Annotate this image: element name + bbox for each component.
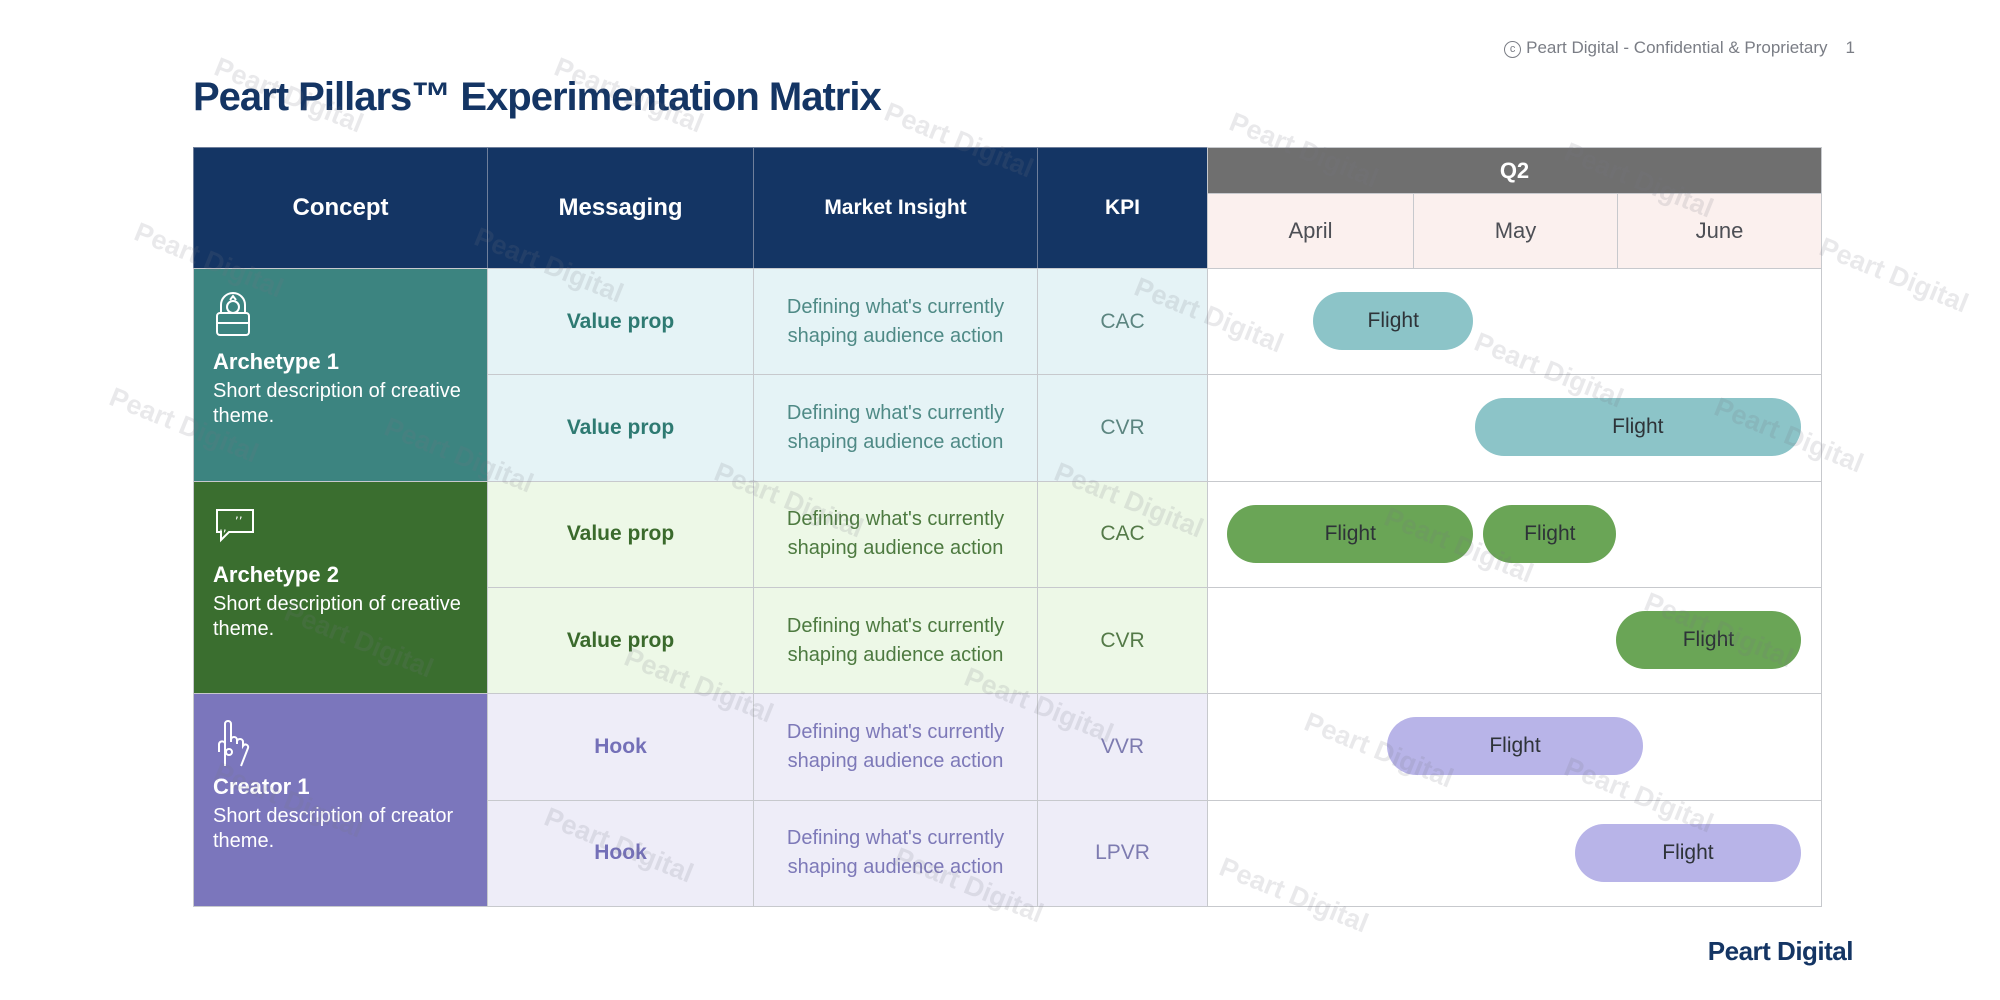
- concept-description: Short description of creative theme.: [213, 592, 461, 640]
- footer-brand-logo: Peart Digital: [1707, 936, 1854, 966]
- kpi-cell: CVR: [1037, 586, 1208, 695]
- market-insight-cell: Defining what's currently shaping audien…: [753, 799, 1038, 907]
- hand-gesture-icon: [213, 716, 253, 767]
- messaging-cell: Value prop: [487, 586, 754, 695]
- concept-description: Short description of creator theme.: [213, 805, 454, 853]
- ring-box-icon: [213, 291, 253, 339]
- messaging-cell: Value prop: [487, 268, 754, 376]
- flight-bar[interactable]: Flight: [1575, 823, 1801, 882]
- month-header-2: June: [1617, 193, 1822, 269]
- concept-cell: ,,,, Archetype 2 Short description of crea…: [193, 480, 488, 695]
- quarter-header: Q2: [1207, 147, 1822, 194]
- market-insight-cell: Defining what's currently shaping audien…: [753, 693, 1038, 801]
- page-number: 1: [1845, 38, 1855, 57]
- concept-name: Archetype 1: [213, 349, 339, 374]
- timeline-row: [1207, 268, 1822, 376]
- column-header-concept: Concept: [193, 147, 488, 269]
- concept-cell: Archetype 1 Short description of creative…: [193, 268, 488, 482]
- kpi-cell: CVR: [1037, 374, 1208, 482]
- kpi-cell: LPVR: [1037, 799, 1208, 907]
- kpi-cell: CAC: [1037, 268, 1208, 376]
- month-header-0: April: [1207, 193, 1414, 269]
- flight-bar[interactable]: Flight: [1616, 611, 1801, 670]
- flight-bar[interactable]: Flight: [1483, 504, 1617, 563]
- market-insight-cell: Defining what's currently shaping audien…: [753, 268, 1038, 376]
- messaging-cell: Value prop: [487, 480, 754, 588]
- watermark-text: Peart Digital: [1815, 231, 1973, 319]
- concept-name: Creator 1: [213, 774, 310, 800]
- concept-cell: Creator 1 Short description of creator th…: [193, 693, 488, 907]
- flight-bar[interactable]: Flight: [1475, 398, 1801, 457]
- column-header-market-insight: Market Insight: [753, 147, 1038, 269]
- copyright-icon: c: [1504, 41, 1522, 58]
- concept-description: Short description of creative theme.: [213, 380, 461, 427]
- messaging-cell: Hook: [487, 693, 754, 801]
- kpi-cell: VVR: [1037, 693, 1208, 801]
- flight-bar[interactable]: Flight: [1387, 717, 1643, 776]
- confidential-text: Peart Digital - Confidential & Proprieta…: [1526, 38, 1828, 57]
- column-header-kpi: KPI: [1037, 147, 1208, 269]
- month-header-1: May: [1413, 193, 1618, 269]
- kpi-cell: CAC: [1037, 480, 1208, 588]
- concept-name: Archetype 2: [213, 561, 339, 587]
- page-title: Peart Pillars™ Experimentation Matrix: [193, 75, 882, 119]
- svg-text:,,: ,,: [235, 507, 243, 521]
- timeline-row: [1207, 799, 1822, 907]
- flight-bar[interactable]: Flight: [1227, 504, 1474, 563]
- messaging-cell: Value prop: [487, 374, 754, 482]
- flight-bar[interactable]: Flight: [1313, 292, 1474, 351]
- svg-text:,,: ,,: [219, 520, 227, 534]
- column-header-messaging: Messaging: [487, 147, 754, 269]
- market-insight-cell: Defining what's currently shaping audien…: [753, 480, 1038, 588]
- market-insight-cell: Defining what's currently shaping audien…: [753, 586, 1038, 695]
- speech-bubble-icon: ,,,,: [213, 504, 254, 552]
- market-insight-cell: Defining what's currently shaping audien…: [753, 374, 1038, 482]
- messaging-cell: Hook: [487, 799, 754, 907]
